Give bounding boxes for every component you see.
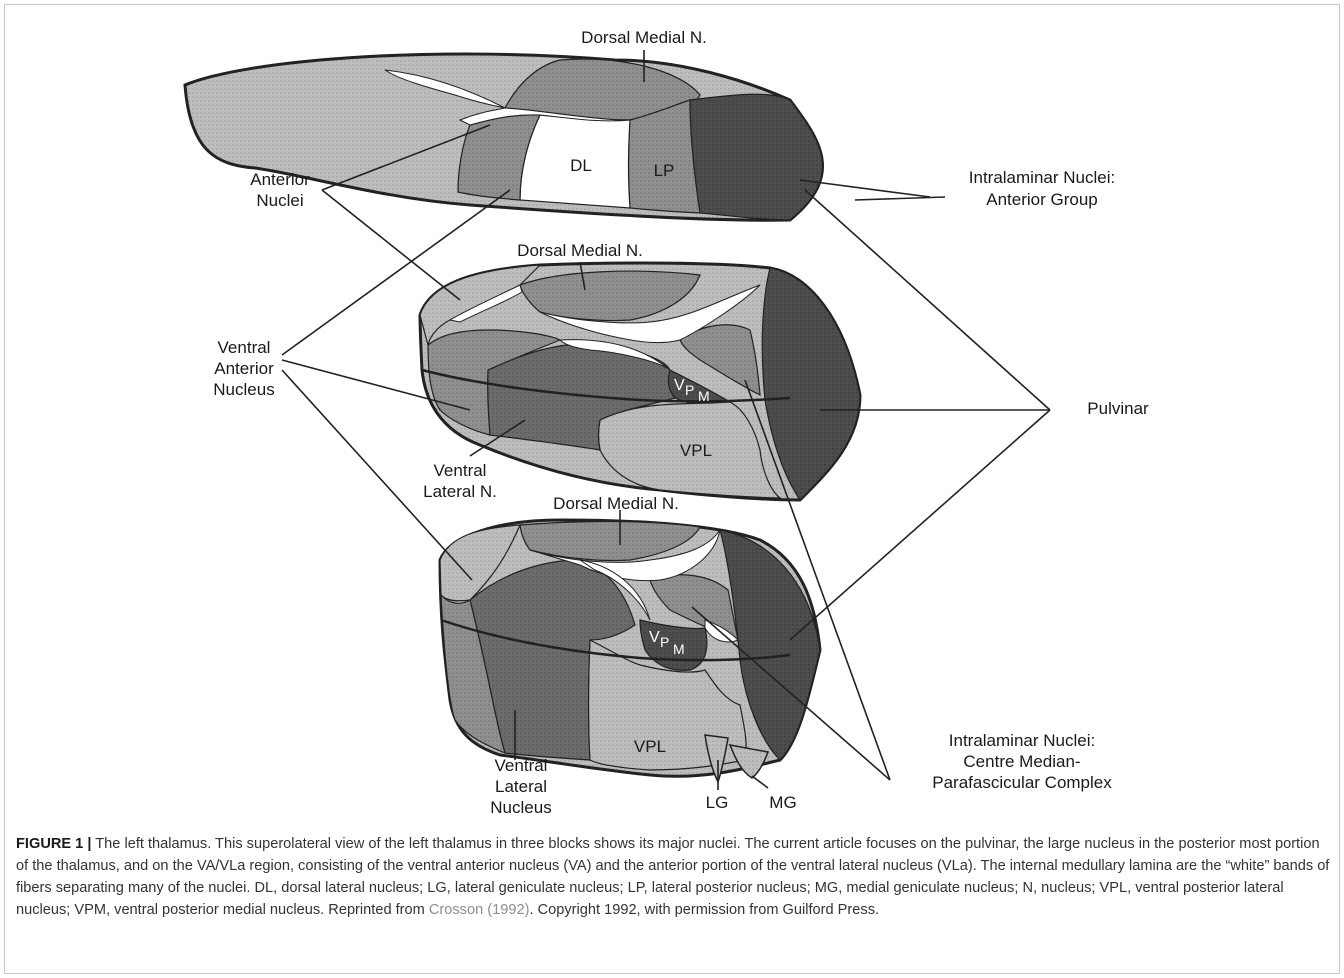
- label-ventral-anterior-3: Nucleus: [213, 380, 274, 399]
- label-vpm-mid-v: V: [674, 377, 685, 394]
- label-ventral-lateral-nucleus-2: Lateral: [495, 777, 547, 796]
- label-intralaminar-anterior-2: Anterior Group: [986, 190, 1098, 209]
- label-ventral-lateral-nucleus-1: Ventral: [495, 756, 548, 775]
- caption-reference-link[interactable]: Crosson (1992): [429, 902, 530, 918]
- bottom-block: [440, 520, 820, 782]
- label-vpm-bot-v: V: [649, 629, 660, 646]
- label-lg: LG: [706, 793, 729, 812]
- label-anterior-nuclei-2: Nuclei: [256, 191, 303, 210]
- label-intralaminar-cm-2: Centre Median-: [963, 752, 1080, 771]
- label-dl: DL: [570, 156, 592, 175]
- label-ventral-anterior-1: Ventral: [218, 338, 271, 357]
- caption-figure-label: FIGURE 1: [16, 836, 83, 852]
- label-lp: LP: [654, 161, 675, 180]
- label-vpl-bot: VPL: [634, 737, 666, 756]
- thalamus-diagram: Dorsal Medial N. Anterior Nuclei DL LP I…: [0, 0, 1344, 830]
- label-pulvinar: Pulvinar: [1087, 399, 1149, 418]
- label-intralaminar-cm-1: Intralaminar Nuclei:: [949, 731, 1095, 750]
- caption-text-end: . Copyright 1992, with permission from G…: [529, 902, 879, 918]
- label-dorsal-medial-top: Dorsal Medial N.: [581, 28, 707, 47]
- label-intralaminar-cm-3: Parafascicular Complex: [932, 773, 1112, 792]
- label-anterior-nuclei-1: Anterior: [250, 170, 310, 189]
- label-vpm-mid-p: P: [685, 382, 694, 398]
- label-vpm-bot-p: P: [660, 634, 669, 650]
- label-ventral-lateral-n-2: Lateral N.: [423, 482, 497, 501]
- label-ventral-lateral-nucleus-3: Nucleus: [490, 798, 551, 817]
- label-mg: MG: [769, 793, 796, 812]
- label-dorsal-medial-bot: Dorsal Medial N.: [553, 494, 679, 513]
- label-ventral-anterior-2: Anterior: [214, 359, 274, 378]
- label-vpm-mid-m: M: [698, 388, 710, 404]
- label-vpl-mid: VPL: [680, 441, 712, 460]
- label-intralaminar-anterior-1: Intralaminar Nuclei:: [969, 168, 1115, 187]
- top-lp: [629, 100, 701, 213]
- label-dorsal-medial-mid: Dorsal Medial N.: [517, 241, 643, 260]
- label-ventral-lateral-n-1: Ventral: [434, 461, 487, 480]
- label-vpm-bot-m: M: [673, 641, 685, 657]
- figure-caption: FIGURE 1 | The left thalamus. This super…: [16, 833, 1334, 921]
- top-pulvinar: [690, 94, 823, 220]
